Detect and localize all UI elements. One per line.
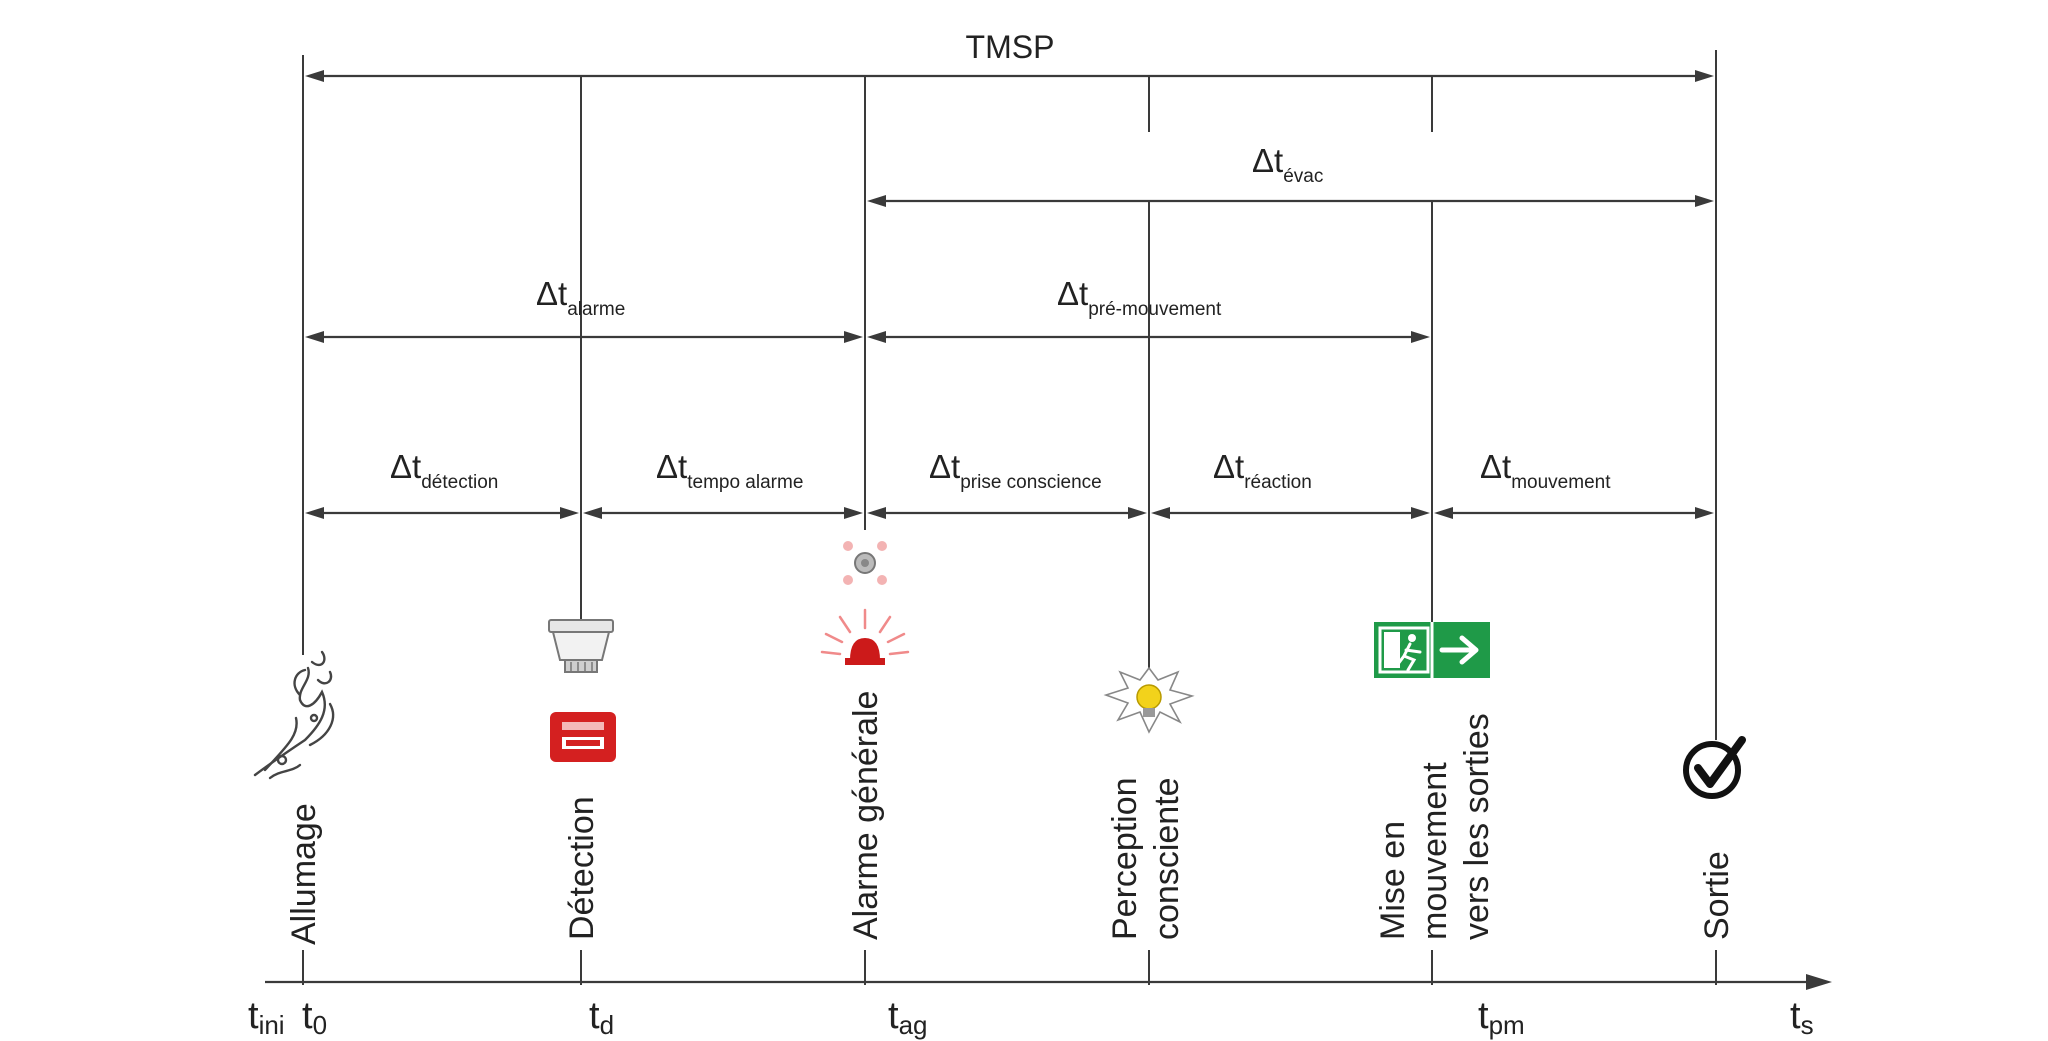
arrowhead-right — [1411, 331, 1430, 343]
label-tmsp: TMSP — [966, 29, 1055, 65]
arrowhead-left — [305, 70, 324, 82]
event-label-sortie: Sortie — [1698, 851, 1736, 940]
arrowhead-right — [844, 331, 863, 343]
event-labels: Allumage Détection Alarme générale Perce… — [285, 691, 1736, 945]
event-label-alarme-generale: Alarme générale — [847, 691, 885, 940]
arrowhead-right — [844, 507, 863, 519]
event-lines-lower — [302, 950, 1717, 985]
arrowhead-left — [867, 507, 886, 519]
arrowhead-right — [1128, 507, 1147, 519]
label-dt-evac: Δtévac — [1252, 142, 1323, 187]
manual-call-point-icon — [550, 712, 616, 762]
arrowhead-left — [867, 195, 886, 207]
label-dt-detection: Δtdétection — [390, 448, 498, 493]
arrowhead-left — [1151, 507, 1170, 519]
axis-label-td: td — [589, 995, 614, 1040]
arrowhead-right — [1411, 507, 1430, 519]
arrowhead-left — [305, 331, 324, 343]
arrowhead-right — [1695, 195, 1714, 207]
label-dt-prise-conscience: Δtprise conscience — [929, 448, 1102, 493]
time-axis — [265, 974, 1832, 990]
arrowhead-right — [560, 507, 579, 519]
duration-labels: TMSP Δtévac Δtalarme Δtpré-mouvement Δtd… — [390, 29, 1611, 493]
siren-icon — [843, 541, 887, 585]
axis-label-tini: tini — [248, 995, 285, 1040]
time-axis-arrowhead — [1806, 974, 1832, 990]
label-dt-tempo-alarme: Δttempo alarme — [656, 448, 803, 493]
label-dt-alarme: Δtalarme — [536, 275, 625, 320]
axis-labels: tini t0 td tag tpm ts — [248, 995, 1814, 1040]
label-dt-mouvement: Δtmouvement — [1480, 448, 1611, 493]
exit-sign-icon — [1374, 622, 1490, 678]
arrowhead-left — [583, 507, 602, 519]
axis-label-ts: ts — [1790, 995, 1814, 1040]
arrowhead-left — [867, 331, 886, 343]
event-label-allumage: Allumage — [285, 803, 323, 945]
arrowhead-left — [305, 507, 324, 519]
duration-arrows — [305, 70, 1714, 519]
event-label-perception-line2: consciente — [1148, 777, 1186, 940]
event-lines — [302, 50, 1717, 740]
axis-label-tpm: tpm — [1478, 995, 1525, 1040]
event-label-mise-en-mouvement-line2: mouvement — [1416, 762, 1454, 940]
label-dt-reaction: Δtréaction — [1213, 448, 1312, 493]
fire-icon — [253, 650, 335, 780]
beacon-icon — [820, 608, 910, 665]
event-icons — [253, 541, 1746, 799]
event-label-mise-en-mouvement-line3: vers les sorties — [1458, 713, 1496, 940]
arrowhead-right — [1695, 70, 1714, 82]
axis-label-tag: tag — [888, 995, 927, 1040]
arrowhead-right — [1695, 507, 1714, 519]
arrowhead-left — [1434, 507, 1453, 519]
checkmark-icon — [1683, 736, 1746, 799]
event-label-detection: Détection — [563, 796, 601, 940]
light-bulb-icon — [1103, 666, 1195, 734]
smoke-detector-icon — [548, 619, 614, 673]
axis-label-t0: t0 — [302, 995, 327, 1040]
label-dt-pre-mouvement: Δtpré-mouvement — [1057, 275, 1222, 320]
event-label-mise-en-mouvement: Mise en — [1374, 821, 1412, 940]
event-label-perception: Perception — [1106, 777, 1144, 940]
